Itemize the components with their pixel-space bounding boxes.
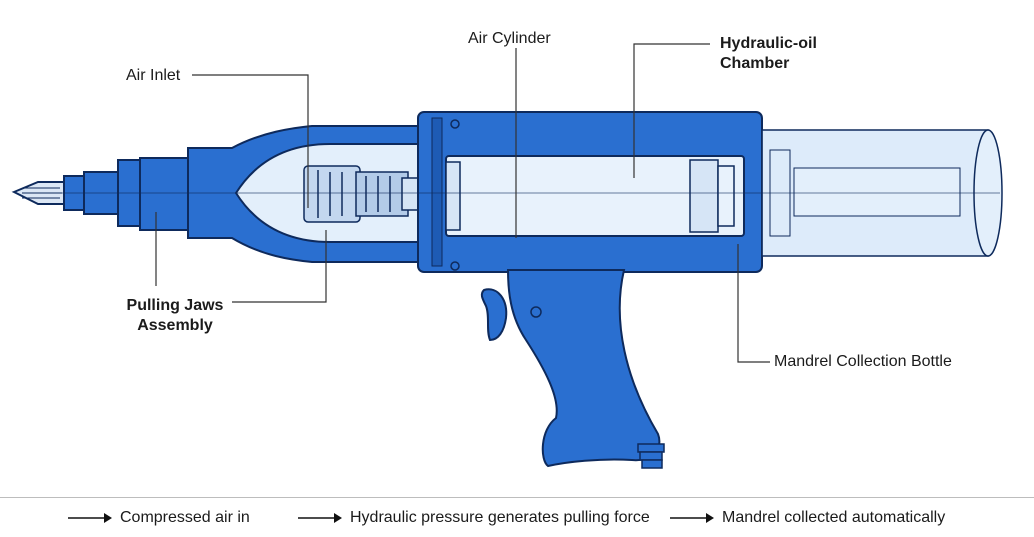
legend-step-1: Compressed air in xyxy=(68,508,250,528)
process-legend: Compressed air in Hydraulic pressure gen… xyxy=(0,497,1034,537)
jaws-label-line2: Assembly xyxy=(137,317,213,334)
rear-piston xyxy=(689,159,735,233)
hydraulic-oil-chamber-label: Hydraulic-oil Chamber xyxy=(720,34,817,74)
hydraulic-label-line2: Chamber xyxy=(720,55,790,72)
right-arrow-icon xyxy=(68,513,112,523)
legend-step-2-text: Hydraulic pressure generates pulling for… xyxy=(350,509,650,526)
screw-bottom xyxy=(450,261,460,271)
trigger xyxy=(480,288,508,342)
hydraulic-label-line1: Hydraulic-oil xyxy=(720,35,817,52)
leader-lines xyxy=(155,43,770,363)
right-arrow-icon xyxy=(670,513,714,523)
leader-jaws-right xyxy=(232,230,327,303)
pulling-jaws-label: Pulling Jaws Assembly xyxy=(118,296,232,336)
air-inlet-label: Air Inlet xyxy=(126,67,181,84)
nose-piece xyxy=(63,157,191,231)
rivet-tool-diagram xyxy=(11,43,1003,469)
piston xyxy=(445,161,461,231)
leader-mandrel-bottle xyxy=(737,244,770,363)
screw-top xyxy=(450,119,460,129)
mandrel-bottle-label: Mandrel Collection Bottle xyxy=(774,353,952,370)
leader-hydraulic-chamber xyxy=(633,43,710,178)
handle-pin xyxy=(530,306,542,318)
handle xyxy=(506,269,661,468)
legend-step-2: Hydraulic pressure generates pulling for… xyxy=(298,508,650,528)
jaws-label-line1: Pulling Jaws xyxy=(126,297,224,314)
legend-step-3: Mandrel collected automatically xyxy=(670,508,945,528)
leader-air-inlet xyxy=(192,74,309,208)
legend-step-1-text: Compressed air in xyxy=(120,509,250,526)
air-fitting xyxy=(637,443,665,469)
air-cylinder-label: Air Cylinder xyxy=(468,30,551,47)
right-arrow-icon xyxy=(298,513,342,523)
legend-step-3-text: Mandrel collected automatically xyxy=(722,509,946,526)
